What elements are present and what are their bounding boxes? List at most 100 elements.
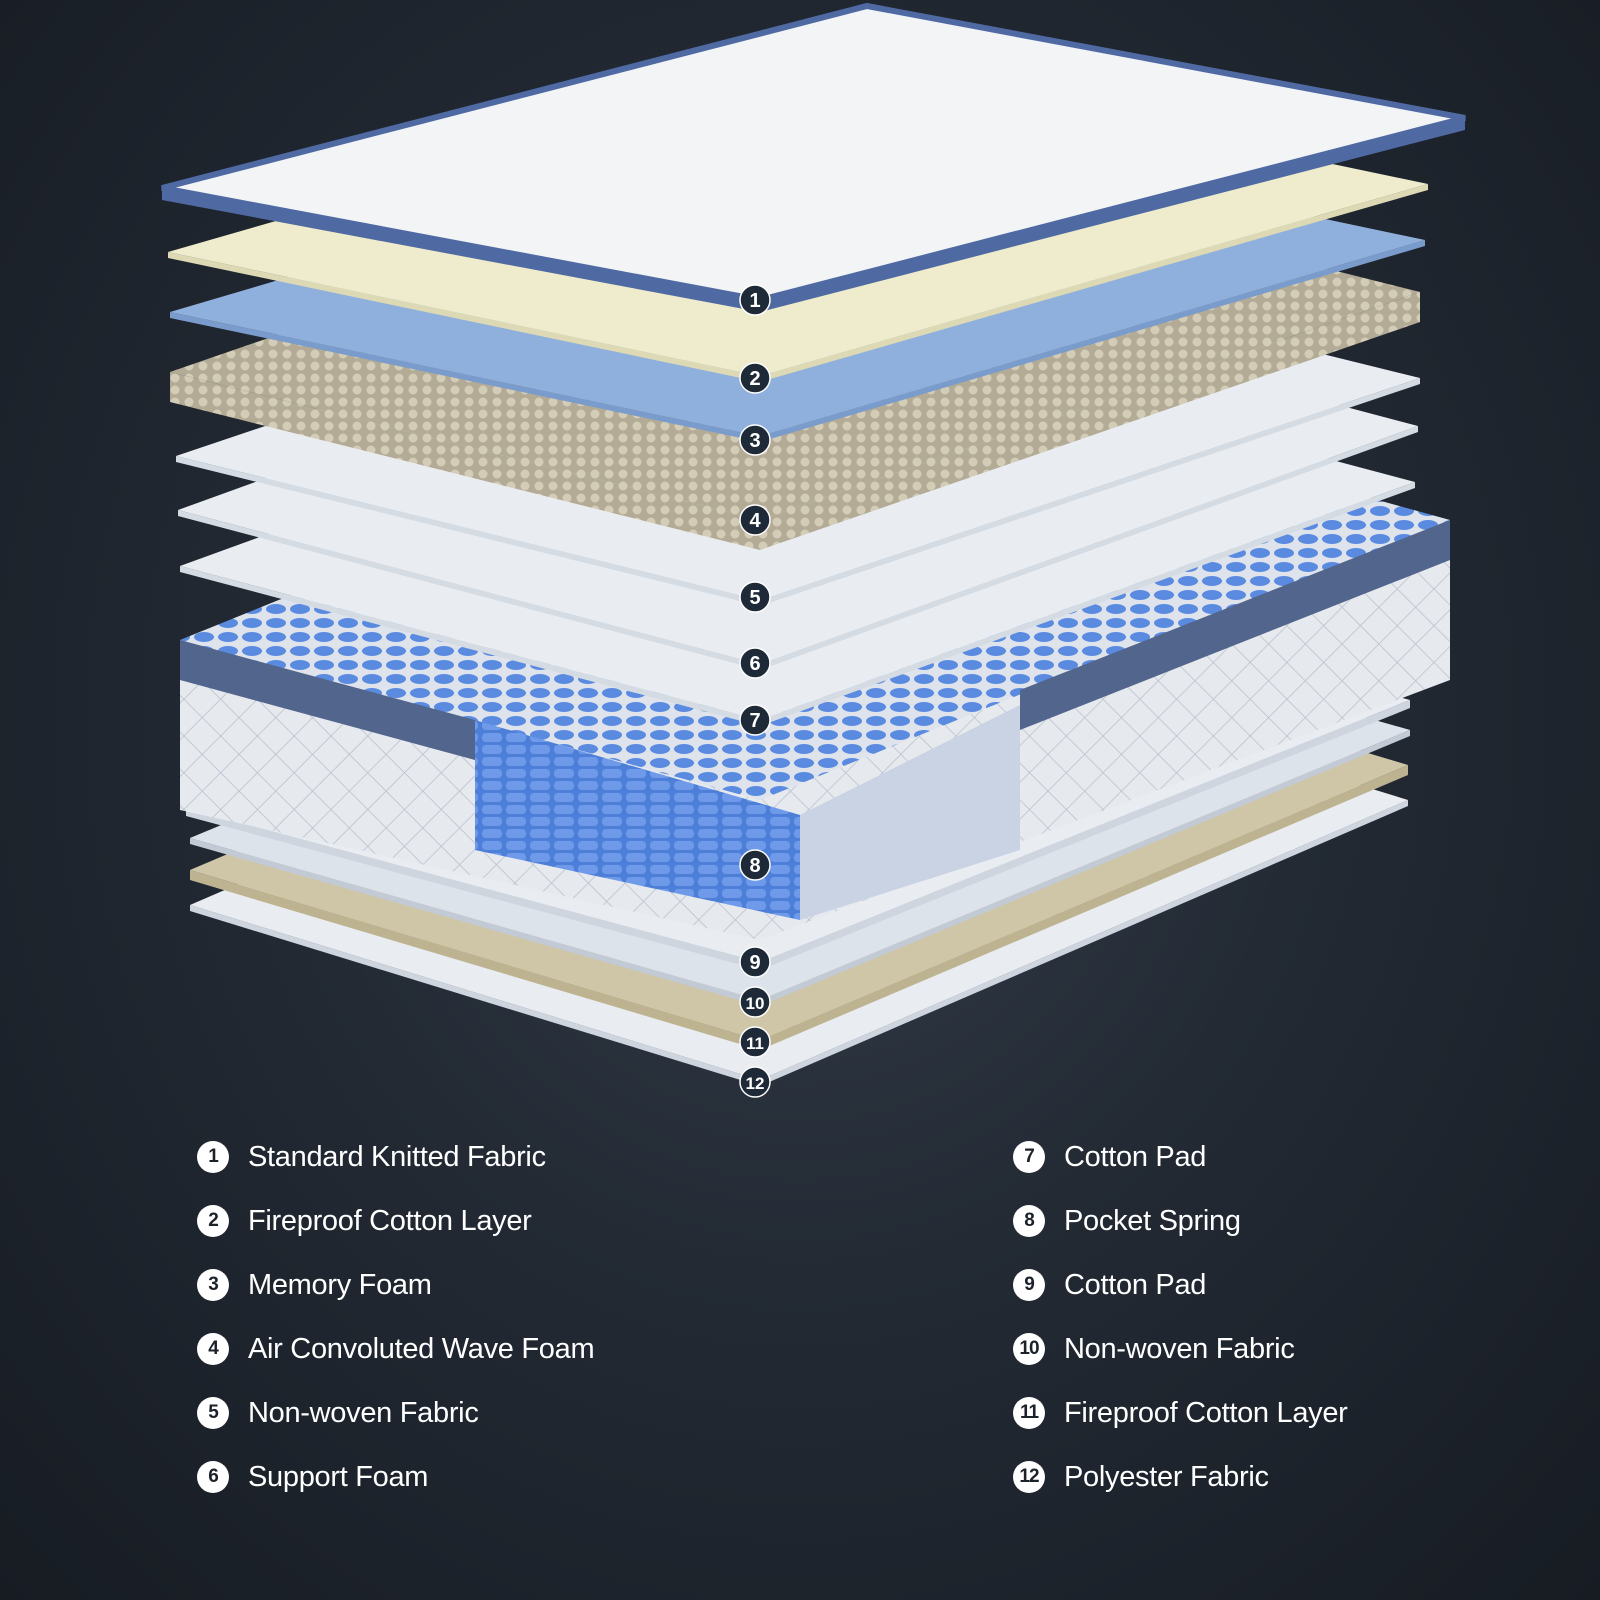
legend-item: 6 Support Foam [197,1460,594,1494]
legend-number-badge: 5 [197,1397,229,1429]
layer-marker-8: 8 [739,849,771,881]
legend-label: Air Convoluted Wave Foam [248,1332,595,1365]
legend-number-badge: 6 [197,1461,229,1493]
legend-label: Cotton Pad [1064,1140,1207,1173]
marker-circle [739,704,771,736]
legend-number-badge: 1 [197,1141,229,1173]
layer-marker-11: 11 [739,1026,771,1058]
marker-circle [739,581,771,613]
legend-label: Pocket Spring [1064,1204,1241,1237]
marker-circle [739,424,771,456]
marker-circle [739,1066,771,1098]
marker-number: 7 [749,710,760,732]
layer-9-side-edge [760,700,1410,970]
spring-unit-exposed-coils-side [800,705,1020,920]
layer-marker-5: 5 [739,581,771,613]
layer-7-front-edge [180,566,760,726]
layer-5-front-edge [176,456,760,606]
legend-number-badge: 2 [197,1205,229,1237]
layer-marker-9: 9 [739,946,771,978]
legend-number-badge: 10 [1013,1333,1045,1365]
marker-number: 1 [749,290,760,312]
layer-3-side-edge [760,240,1425,442]
legend-item: 10 Non-woven Fabric [1013,1332,1348,1366]
spring-unit-right-border [1020,520,1450,730]
layer-marker-6: 6 [739,647,771,679]
layer-3-front-edge [170,312,760,442]
legend-number-badge: 12 [1013,1461,1045,1493]
marker-circle [739,504,771,536]
marker-number: 9 [749,952,760,974]
marker-number: 3 [749,430,760,452]
legend-item: 8 Pocket Spring [1013,1204,1348,1238]
legend-item: 3 Memory Foam [197,1268,594,1302]
layer-5-side-edge [760,378,1420,606]
legend-number-badge: 11 [1013,1397,1045,1429]
layer-marker-3: 3 [739,424,771,456]
layer-10-front-edge [190,838,760,1006]
legend-number-badge: 8 [1013,1205,1045,1237]
layer-12-side-edge [760,800,1408,1086]
legend-number-badge: 4 [197,1333,229,1365]
legend-item: 4 Air Convoluted Wave Foam [197,1332,595,1366]
marker-circle [739,946,771,978]
marker-circle [739,362,771,394]
legend-item: 12 Polyester Fabric [1013,1460,1348,1494]
legend-label: Cotton Pad [1064,1268,1207,1301]
layer-1-top-face [162,6,1465,300]
marker-circle [739,1026,771,1058]
layer-7-side-edge [760,482,1415,726]
layer-marker-2: 2 [739,362,771,394]
legend-left-column: 1 Standard Knitted Fabric 2 Fireproof Cotto… [197,1140,595,1524]
spring-unit-left-border [180,640,475,760]
legend-label: Non-woven Fabric [248,1396,479,1429]
legend-label: Memory Foam [248,1268,432,1301]
marker-circle [739,647,771,679]
marker-circle [739,849,771,881]
layer-1-border [161,2,1466,304]
marker-number: 5 [749,587,760,609]
layer-10-side-edge [760,730,1410,1006]
marker-number: 12 [746,1074,765,1093]
legend-label: Support Foam [248,1460,429,1493]
layer-2-front-edge [168,252,760,382]
layer-6-side-edge [760,426,1418,670]
layer-12-front-edge [190,905,760,1086]
layer-4-front-edge [170,372,760,550]
legend-item: 11 Fireproof Cotton Layer [1013,1396,1348,1430]
legend-item: 2 Fireproof Cotton Layer [197,1204,594,1238]
marker-circle [739,986,771,1018]
marker-circle [739,284,771,316]
legend-item: 7 Cotton Pad [1013,1140,1348,1174]
layer-11-side-edge [760,765,1408,1050]
layer-9-front-edge [186,808,760,970]
legend-number-badge: 9 [1013,1269,1045,1301]
legend-number-badge: 3 [197,1269,229,1301]
layer-marker-4: 4 [739,504,771,536]
layer-marker-10: 10 [739,986,771,1018]
legend-label: Standard Knitted Fabric [248,1140,546,1173]
marker-number: 4 [749,510,761,532]
legend-number-badge: 7 [1013,1141,1045,1173]
legend-label: Polyester Fabric [1064,1460,1269,1493]
layer-11-front-edge [190,870,760,1050]
legend-label: Fireproof Cotton Layer [248,1204,532,1237]
legend-label: Fireproof Cotton Layer [1064,1396,1348,1429]
layer-marker-12: 12 [739,1066,771,1098]
layer-2-side-edge [760,184,1428,382]
legend-label: Non-woven Fabric [1064,1332,1295,1365]
spring-unit-exposed-coils [475,720,800,920]
legend-item: 5 Non-woven Fabric [197,1396,594,1430]
marker-number: 8 [749,855,760,877]
marker-number: 6 [749,653,760,675]
layer-marker-7: 7 [739,704,771,736]
legend-item: 1 Standard Knitted Fabric [197,1140,594,1174]
marker-number: 2 [749,368,760,390]
marker-number: 11 [746,1034,764,1053]
layer-marker-1: 1 [739,284,771,316]
layer-6-front-edge [178,510,760,670]
marker-number: 10 [746,994,765,1013]
legend-item: 9 Cotton Pad [1013,1268,1348,1302]
